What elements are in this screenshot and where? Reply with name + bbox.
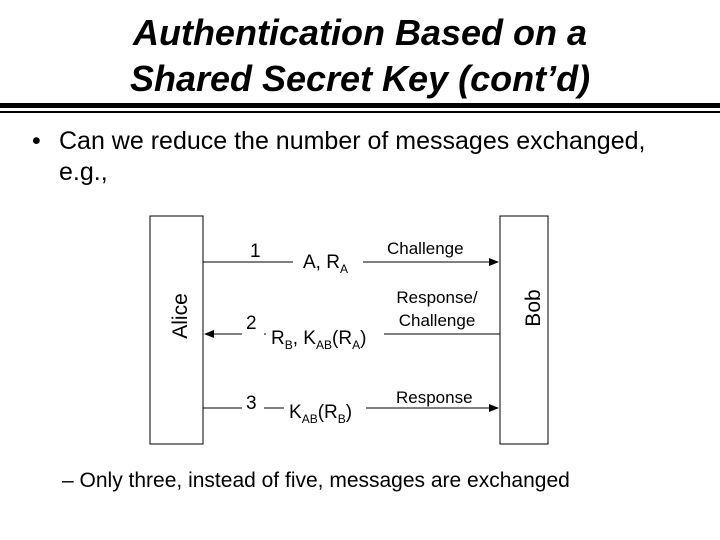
message-3-label-box [388,384,488,406]
title-divider-thick [0,103,720,108]
message-1-content-box [293,240,363,282]
message-2-label-line-1: Response/ [396,288,478,307]
message-2-content-part-4: AB [316,338,332,352]
message-2-number: 2 [246,313,257,334]
message-2-content-part-2: B [285,338,293,352]
title-divider-thin [0,111,720,113]
message-2-number-box [242,310,264,336]
message-3-content-part-3: (R [318,402,338,423]
message-1-number: 1 [250,241,261,262]
title-line-1: Authentication Based on a [132,12,588,53]
message-3-content-box [284,392,366,430]
message-3-content-part-1: K [289,402,302,423]
sub-bullet-point: – Only three, instead of five, messages … [62,467,702,495]
bob-label: Bob [522,289,545,326]
message-3-content: KAB(RB) [289,402,352,426]
alice-label: Alice [169,293,192,339]
sub-bullet-marker: – [62,469,74,492]
message-3-content-part-5: ) [346,402,352,423]
bullet-point: • Can we reduce the number of messages e… [32,126,692,188]
message-2-content-part-1: R [271,328,285,349]
bob-box [499,215,549,445]
slide-title: Authentication Based on a Shared Secret … [0,10,720,102]
message-2-content-part-3: , K [293,328,317,349]
bullet-text: Can we reduce the number of messages exc… [59,127,646,186]
message-1-label-box [380,234,488,260]
message-2-content: RB, KAB(RA) [271,328,366,352]
bullet-marker: • [32,127,41,155]
message-3-content-part-4: B [338,412,346,426]
message-1-content: A, RA [303,252,348,276]
message-3-number: 3 [246,393,257,414]
message-3-label: Response [396,388,473,407]
message-2-label-box [383,282,495,330]
message-2-label-line-2: Challenge [399,311,476,330]
title-line-2: Shared Secret Key (cont’d) [129,58,591,99]
sub-bullet-text: Only three, instead of five, messages ar… [79,469,570,492]
message-1-content-main: A, R [303,252,340,273]
message-3-content-part-2: AB [302,412,318,426]
message-1-content-subscript: A [340,262,348,276]
message-2-content-box [266,320,384,358]
alice-box [149,215,204,445]
message-2-content-part-5: (R [332,328,352,349]
message-2-content-part-7: ) [360,328,366,349]
message-2-content-part-6: A [352,338,360,352]
message-3-number-box [242,390,264,416]
message-1-label: Challenge [387,239,464,258]
